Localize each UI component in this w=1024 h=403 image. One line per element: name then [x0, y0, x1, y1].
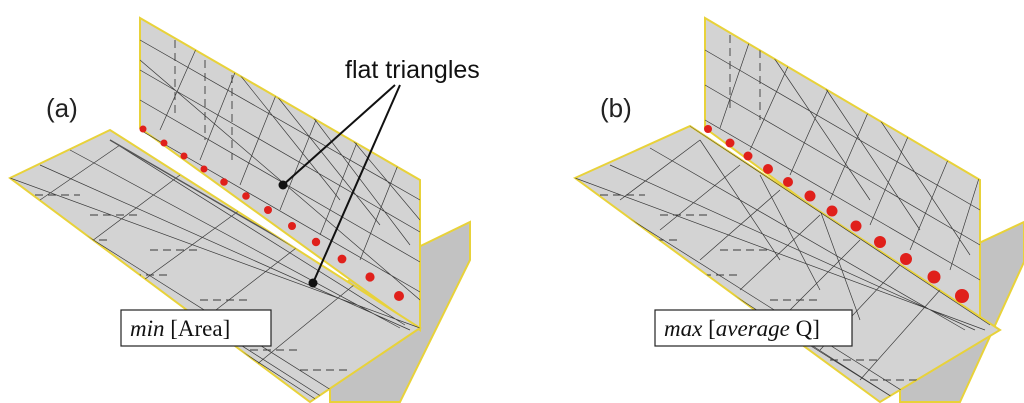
- seam-point: [850, 220, 862, 232]
- caption-a: min [Area]: [120, 309, 272, 347]
- panel-a: flat triangles (a) min [Area]: [8, 16, 480, 403]
- seam-point: [900, 253, 912, 265]
- callout-a: flat triangles: [278, 56, 480, 288]
- seam-point: [955, 289, 969, 303]
- seam-point: [242, 192, 250, 200]
- seam-point: [394, 291, 404, 301]
- seam-point: [763, 164, 773, 174]
- caption-b-rest: Q]: [790, 316, 820, 341]
- caption-b: max [average Q]: [654, 309, 853, 347]
- seam-points-a: [139, 125, 404, 301]
- seam-point: [704, 125, 712, 133]
- seam-point: [200, 165, 208, 173]
- caption-b-italic2: average: [716, 316, 790, 341]
- seam-point: [311, 237, 321, 247]
- caption-b-italic: max: [664, 316, 703, 341]
- seam-points-b: [704, 125, 969, 303]
- panel-label-b: (b): [600, 93, 632, 123]
- caption-b-mid: [: [702, 316, 715, 341]
- vertical-plane-a: [139, 16, 421, 332]
- panel-b: (b) max [average Q]: [573, 16, 1024, 403]
- seam-point: [874, 236, 886, 248]
- caption-a-italic: min: [130, 316, 165, 341]
- seam-point: [264, 206, 272, 214]
- callout-label: flat triangles: [345, 56, 480, 84]
- seam-point: [927, 270, 941, 284]
- seam-point: [220, 178, 228, 186]
- seam-point: [180, 152, 188, 160]
- svg-text:max [average Q]: max [average Q]: [664, 316, 820, 341]
- seam-point: [725, 138, 735, 148]
- seam-point: [139, 125, 147, 133]
- seam-point: [804, 190, 816, 202]
- panel-label-a: (a): [46, 93, 78, 123]
- seam-point: [783, 177, 793, 187]
- caption-a-rest: [Area]: [165, 316, 231, 341]
- seam-point: [365, 272, 375, 282]
- seam-point: [160, 139, 168, 147]
- seam-point: [337, 254, 347, 264]
- seam-point: [826, 205, 838, 217]
- seam-point: [288, 222, 296, 230]
- seam-point: [743, 151, 753, 161]
- svg-text:min [Area]: min [Area]: [130, 316, 230, 341]
